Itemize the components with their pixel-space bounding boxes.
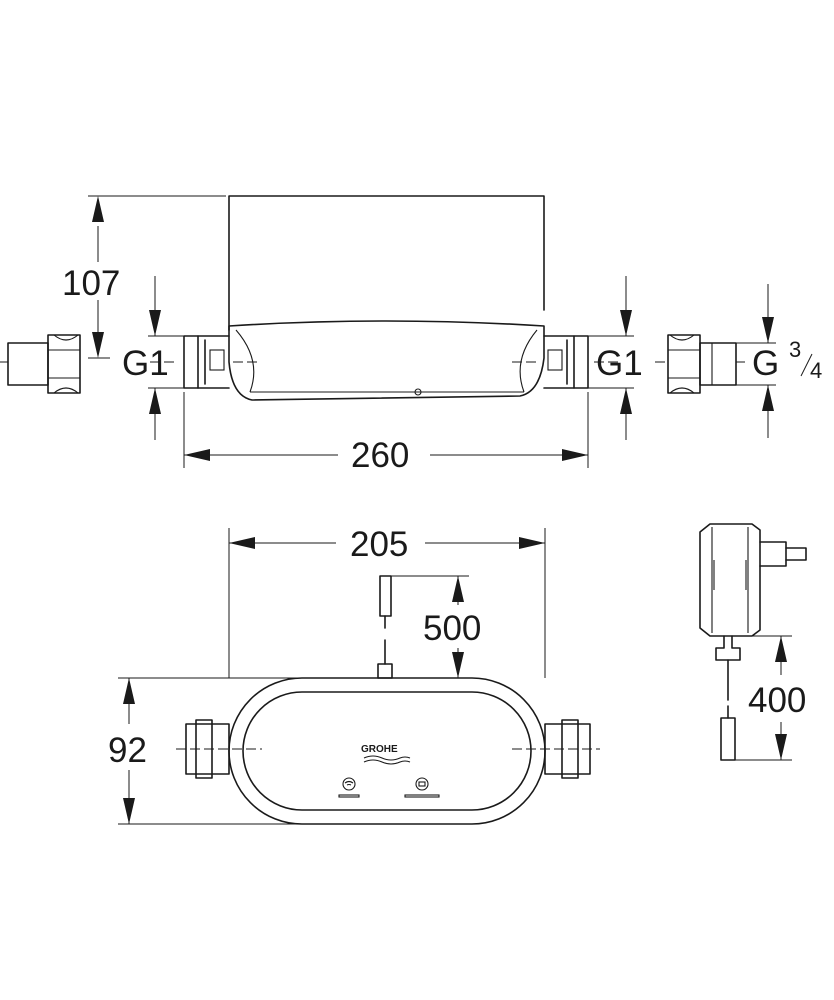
dim-500-label: 500 bbox=[423, 609, 481, 648]
dim-g34-base-label: G bbox=[752, 344, 779, 383]
grohe-logo-text: GROHE bbox=[361, 744, 398, 755]
top-view: GROHE bbox=[176, 575, 600, 825]
dim-g34-numerator-label: 3 bbox=[789, 337, 801, 362]
dim-g1-left-label: G1 bbox=[122, 344, 169, 383]
dim-g1-left: G1 bbox=[122, 276, 184, 440]
dim-400: 400 bbox=[735, 635, 806, 761]
dim-107: 107 bbox=[62, 195, 226, 359]
side-view bbox=[0, 195, 745, 401]
dim-g34: G 3 4 bbox=[736, 284, 822, 438]
dim-400-label: 400 bbox=[748, 681, 806, 720]
dim-205: 205 bbox=[228, 525, 546, 678]
dim-260: 260 bbox=[183, 392, 589, 475]
dim-107-label: 107 bbox=[62, 264, 120, 303]
water-button-icon bbox=[415, 777, 429, 791]
dim-g34-denominator-label: 4 bbox=[810, 358, 822, 383]
dim-92: 92 bbox=[108, 677, 300, 825]
dim-g1-right: G1 bbox=[588, 276, 643, 440]
dim-g1-right-label: G1 bbox=[596, 344, 643, 383]
grohe-logo: GROHE bbox=[361, 744, 411, 765]
dim-260-label: 260 bbox=[351, 436, 409, 475]
power-adapter bbox=[699, 523, 807, 761]
dim-92-label: 92 bbox=[108, 731, 147, 770]
dim-500: 500 bbox=[391, 575, 481, 679]
dim-205-label: 205 bbox=[350, 525, 408, 564]
wifi-button-icon bbox=[342, 777, 356, 791]
